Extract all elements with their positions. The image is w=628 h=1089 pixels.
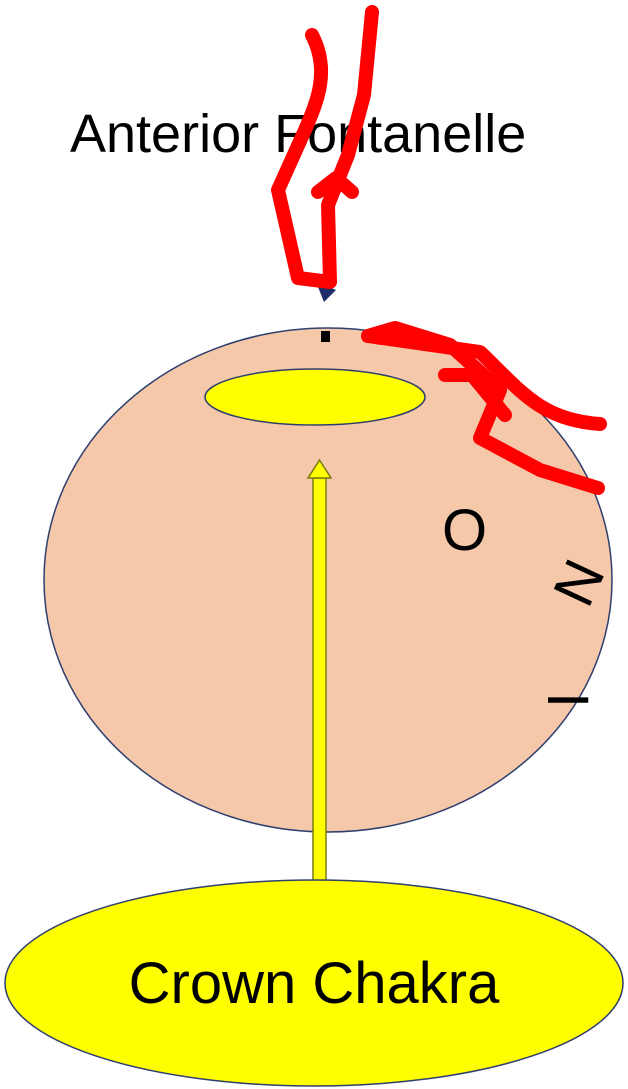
side-letter-o: O: [442, 498, 487, 563]
fontanelle-point-dot: [321, 331, 330, 342]
crown-chakra-label: Crown Chakra: [129, 951, 500, 1016]
side-letter-i: I: [535, 692, 600, 708]
fontanelle-ellipse: [205, 369, 425, 425]
